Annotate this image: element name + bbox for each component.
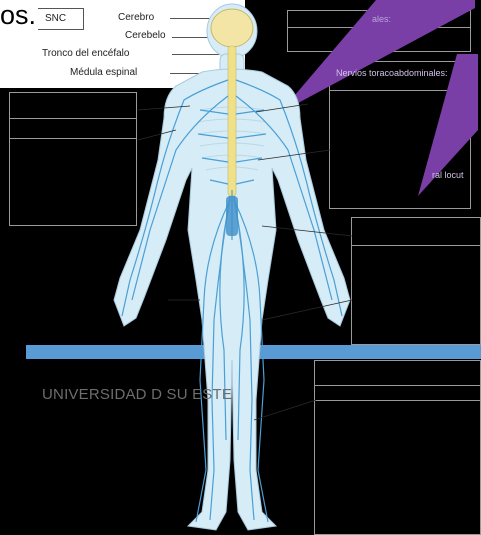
lumbar-plexus bbox=[226, 196, 238, 236]
brain-shape bbox=[211, 9, 253, 47]
institution-watermark: UNIVERSIDAD D SU ESTE bbox=[42, 386, 232, 403]
callout-text-thoracoabdominal: Nervios toracoabdominales: bbox=[336, 68, 466, 78]
slide-title-fragment: os. bbox=[0, 0, 38, 30]
callout-text-upper: ales: bbox=[372, 14, 391, 24]
spinal-cord bbox=[228, 46, 236, 196]
callout-text-lower: ral locut bbox=[432, 170, 472, 180]
